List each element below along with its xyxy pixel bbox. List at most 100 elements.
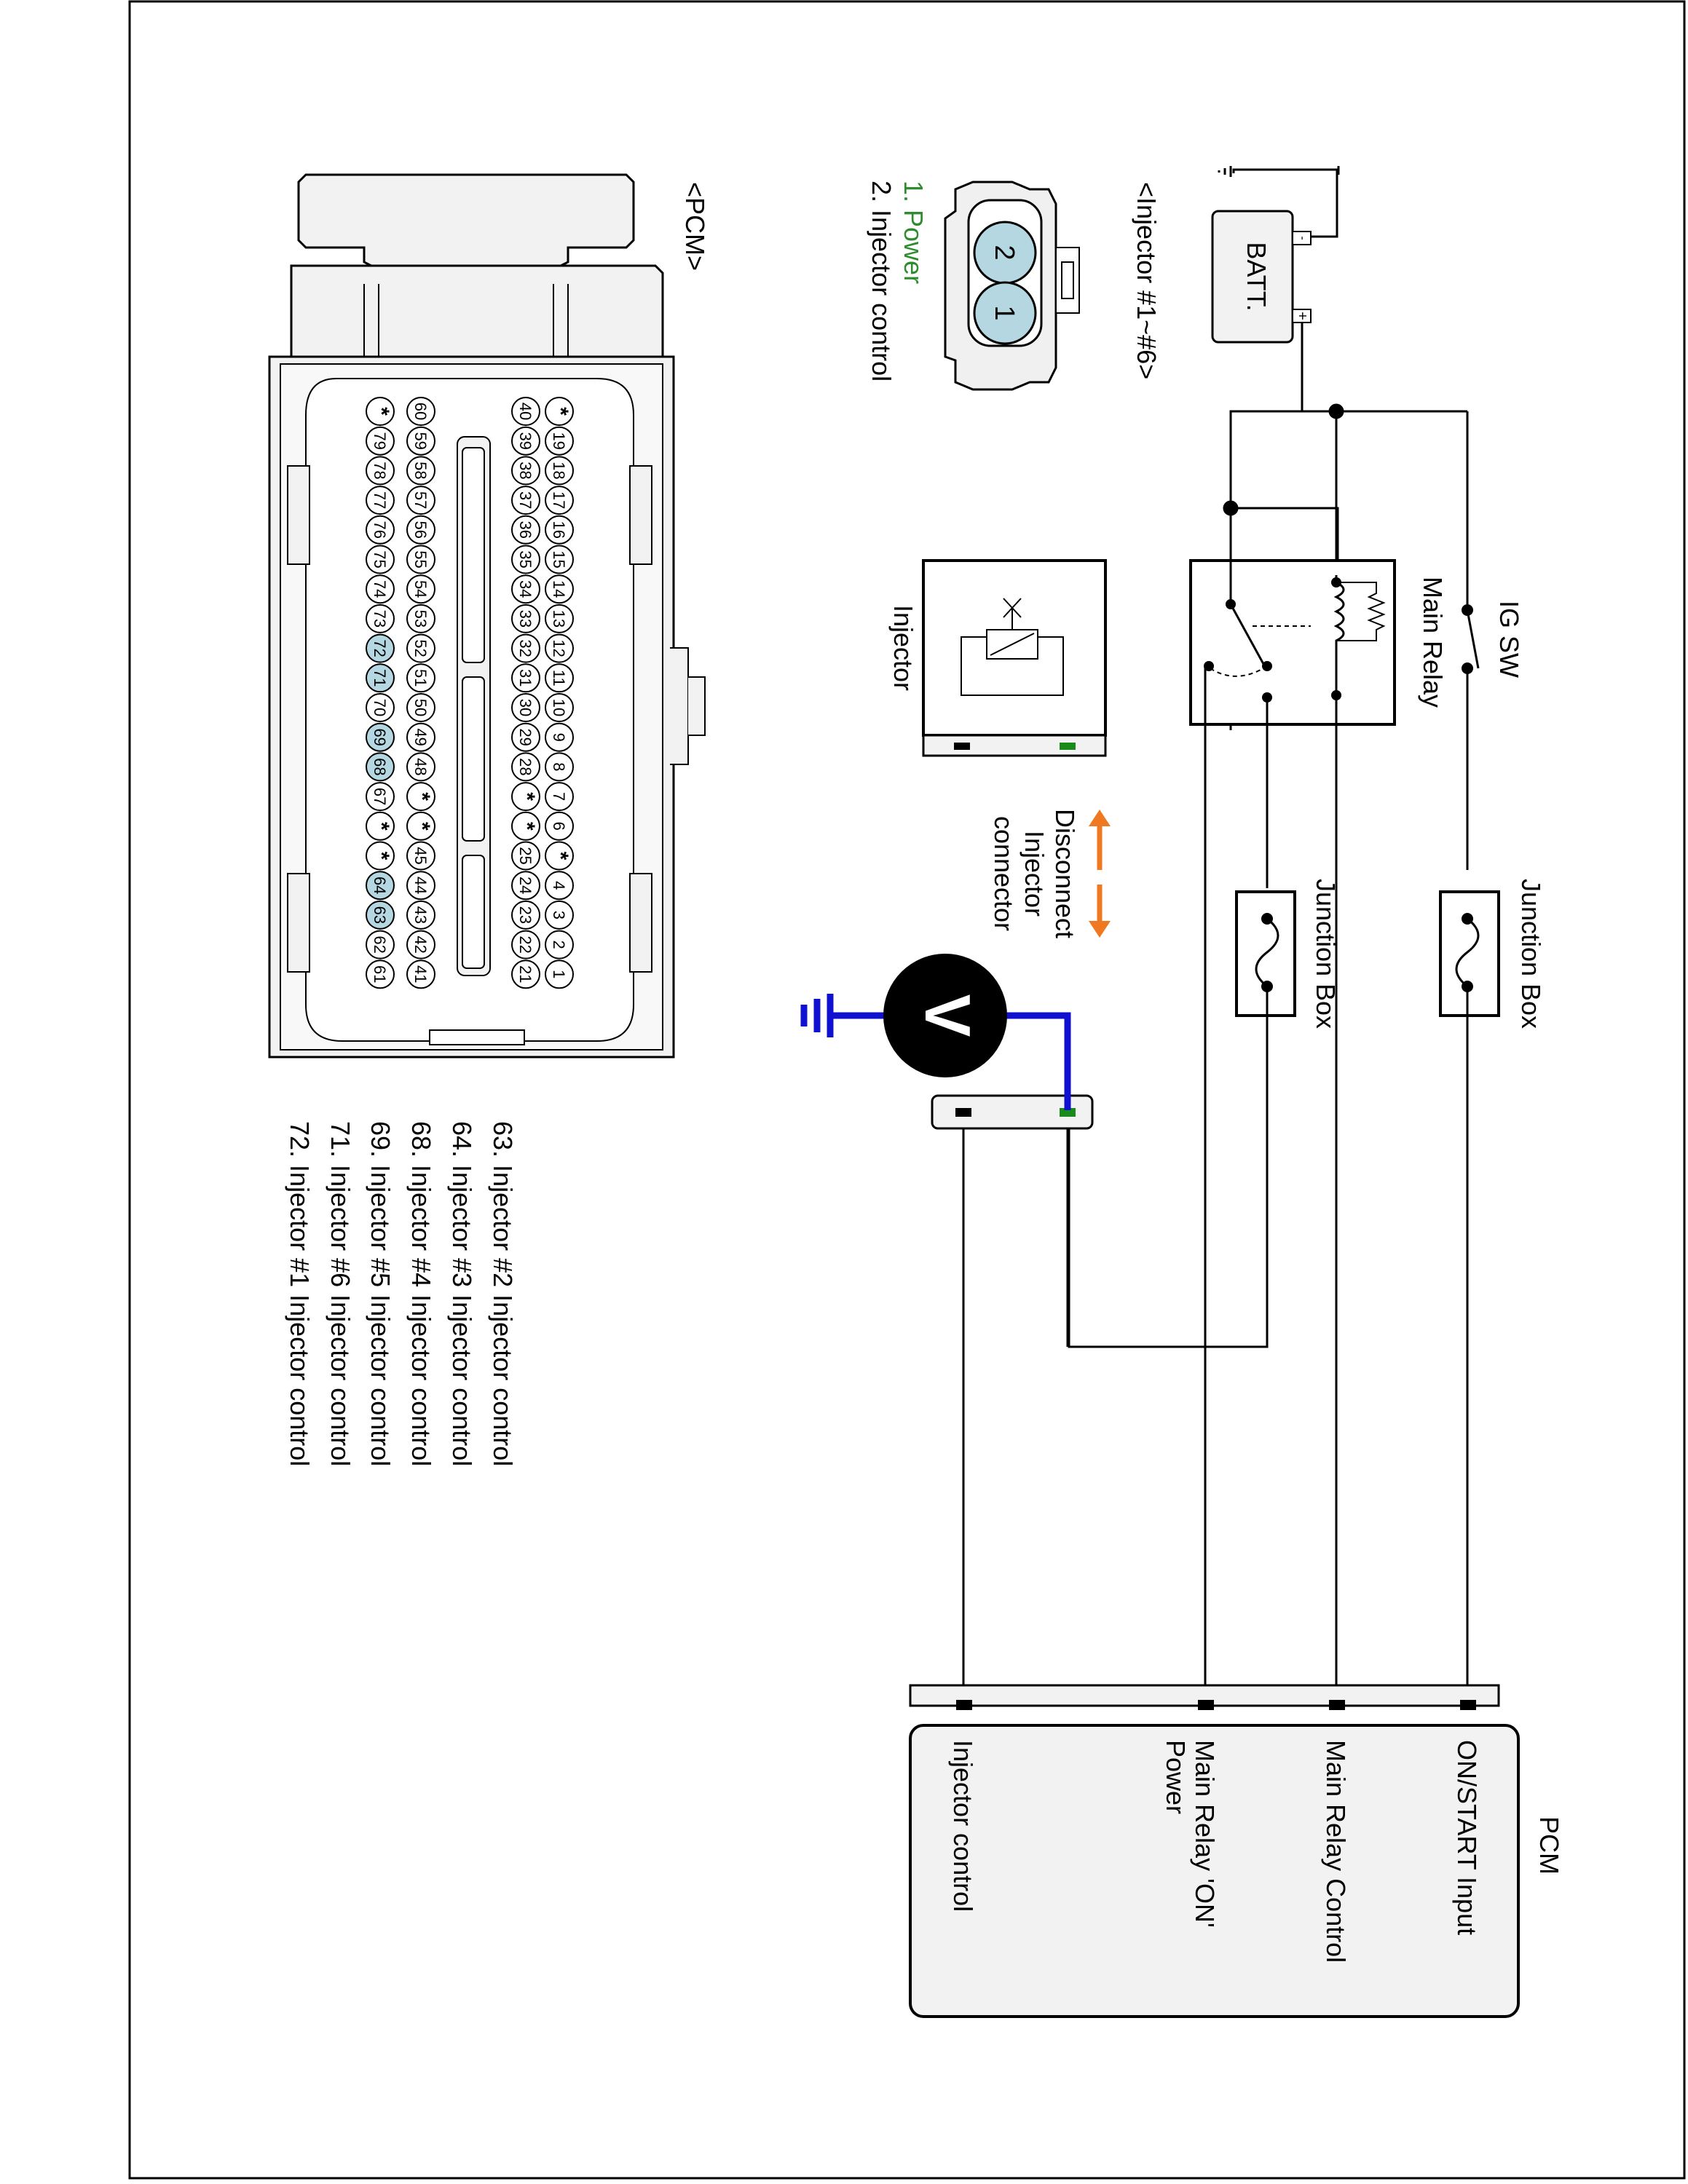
pcm-pin-label: 38 [516,462,535,479]
pcm-pin-label: 42 [411,935,430,953]
pcm-pin [406,811,435,841]
pcm-pin [406,604,435,633]
pcm-pin [366,545,395,574]
pcm-pin-label: 34 [516,580,535,598]
pcm-pin-label: 17 [550,491,568,509]
pcm-pin-label: 8 [550,762,568,771]
pcm-pin [511,545,540,574]
pcm-pin [545,426,574,456]
pcm-pin [406,900,435,930]
pcm-pin-label: 30 [516,699,535,716]
pcm-pin-label: 35 [516,550,535,568]
pcm-pin-label: 69 [371,728,389,745]
pcm-pin-label: 6 [550,822,568,831]
injector-pin-control-label: 2. Injector control [867,181,896,381]
pcm-pin [366,574,395,604]
junction-box-relay: Junction Box [1235,879,1341,1029]
pcm-pin [545,930,574,960]
pcm-connector-face: <PCM> *191817161514131211109876*43214039… [268,173,710,1059]
junction-box-relay-label: Junction Box [1311,879,1341,1029]
pcm-pin [366,960,395,989]
pcm-pin-label: 54 [411,580,430,598]
pcm-pin-label: 22 [516,935,535,953]
pcm-pin [545,752,574,782]
pcm-pin-label: 51 [411,669,430,687]
pcm-pin-label: 70 [371,699,389,716]
pcm-pin-label: * [548,852,572,860]
pcm-pin [406,841,435,871]
pcm-title: PCM [1534,1816,1564,1875]
pcm-pin [366,663,395,693]
pcm-pin [366,515,395,545]
pcm-pin-injector-control-label: Injector control [948,1740,978,1912]
pcm-pin [511,871,540,901]
pin-description-list: 63. Injector #2 Injector control 64. Inj… [285,1121,518,1466]
pcm-pin-label: 3 [550,911,568,919]
pcm-pin [511,426,540,456]
pin-description: 64. Injector #3 Injector control [447,1121,477,1466]
pcm-pin-label: 19 [550,432,568,449]
pcm-pin [366,871,395,901]
pcm-pin-label: 64 [371,877,389,894]
pcm-pin-label: * [369,407,393,416]
voltmeter: V [800,954,1071,1110]
injector-pin-power-label: 1. Power [899,181,928,284]
pcm-pin-label: 41 [411,965,430,983]
pcm-pin-label: 73 [371,610,389,628]
pcm-pin-label: 72 [371,639,389,657]
disconnect-arrows [1089,810,1111,938]
pcm-pin-label: 48 [411,758,430,775]
pin-description: 69. Injector #5 Injector control [366,1121,395,1466]
pcm-pin [511,752,540,782]
pcm-pin-label: 12 [550,639,568,657]
pcm-pin [511,397,540,426]
pin-description: 71. Injector #6 Injector control [326,1121,355,1466]
pcm-pin [366,633,395,663]
pcm-pin-label: 75 [371,550,389,568]
disconnect-label: Disconnect Injector connector [989,809,1080,938]
pcm-pin-label: * [410,822,434,831]
pcm-pin-label: 77 [371,491,389,509]
junction-box-ig: Junction Box [1439,879,1546,1029]
pcm-pin-label: * [515,822,539,831]
pcm-pin-label: 33 [516,610,535,628]
pcm-pin-label: 29 [516,728,535,745]
pcm-pin [511,960,540,989]
pin-description: 72. Injector #1 Injector control [285,1121,315,1466]
pcm-pin [545,693,574,722]
pcm-pin [545,633,574,663]
pcm-pin [511,663,540,693]
pcm-pin-label: * [548,407,572,416]
pcm-pin-on-start-label: ON/START Input [1452,1740,1482,1935]
pcm-pin-label: 53 [411,610,430,628]
battery-ground-symbol [1218,166,1340,177]
pcm-pin [406,574,435,604]
pcm-pin [406,426,435,456]
pcm-pin-label: 55 [411,550,430,568]
pcm-pin [545,486,574,515]
pcm-pin-label: 25 [516,847,535,864]
voltmeter-label: V [912,994,984,1037]
pcm-pin-label: 1 [550,970,568,978]
pcm-pin-label: 71 [371,669,389,687]
pcm-pin-label: 24 [516,877,535,894]
pcm-pin-label: 68 [371,758,389,775]
pcm-pin-relay-on-label-2: Power [1161,1740,1191,1814]
pcm-pin [511,633,540,663]
disconnect-label-line3: connector [989,816,1019,931]
pcm-pin-label: 78 [371,462,389,479]
pcm-pin-label: 52 [411,639,430,657]
pcm-pin-grid: *191817161514131211109876*43214039383736… [366,397,574,989]
pcm-pin [366,782,395,812]
pcm-pin-label: 74 [371,580,389,598]
pcm-pin [545,456,574,486]
main-relay: Main Relay [1189,559,1448,726]
pcm-pin [406,782,435,812]
pcm-pin-label: 43 [411,906,430,924]
pcm-pin [511,604,540,633]
pcm-pin-label: * [410,792,434,801]
junction-box-ig-label: Junction Box [1516,879,1546,1029]
pcm-pin-label: 67 [371,788,389,805]
pcm-pin [545,515,574,545]
injector-pin-2: 2 [989,245,1019,260]
